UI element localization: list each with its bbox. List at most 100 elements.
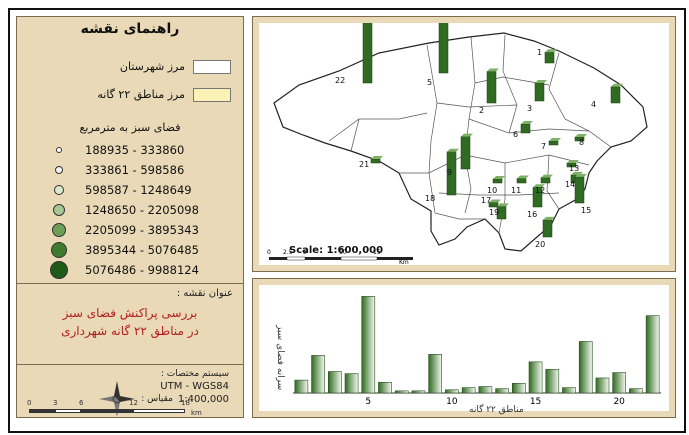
district-boundaries [328,34,612,234]
chart-bar-14 [511,383,526,394]
class-symbol [54,185,64,195]
chart-bar-4 [344,373,359,394]
map-bar-top-19 [497,203,509,207]
district-label-5: 5 [427,78,432,87]
chart-bar-17 [562,387,576,394]
map-bar-top-13 [567,160,579,163]
map-bar-district-21 [370,158,381,164]
chart-bar-8 [411,390,426,394]
chart-bar-10 [445,389,459,394]
chart-bar-9 [428,354,443,394]
map-bar-top-17 [489,199,501,203]
class-symbol [51,242,67,258]
chart-xtick-20: 20 [613,397,625,407]
map-bar-district-3 [534,82,545,102]
map-bar-top-16 [533,184,545,188]
district-label-16: 16 [527,210,537,219]
class-range: 5076486 - 9988124 [85,263,199,277]
map-title-line1: بررسی پراکنش فضای سبز [62,306,198,320]
class-symbol [50,261,68,279]
map-bar-top-4 [611,83,623,87]
district-border-label: مرز مناطق ۲۲ گانه [97,88,185,101]
chart-xlabel: مناطق ۲۲ گانه [469,405,524,415]
projection-value: UTM - WGS84 [160,381,229,392]
chart-bar-20 [612,372,627,394]
district-label-22: 22 [335,76,345,85]
district-label-3: 3 [527,104,532,113]
district-label-9: 9 [447,168,452,177]
map-bar-top-6 [521,121,533,124]
city-outline [273,32,648,252]
map-bar-district-1 [544,51,555,64]
map-bar-top-2 [487,68,499,72]
map-title-box: عنوان نقشه : بررسی پراکنش فضای سبز در من… [17,283,243,365]
map-bar-top-3 [535,80,547,83]
class-symbol [52,223,66,237]
district-border-swatch [193,88,231,102]
county-border-label: مرز شهرستان [119,60,185,73]
class-symbol [55,166,63,174]
district-label-20: 20 [535,240,545,249]
map-bar-top-8 [575,134,587,137]
chart-bar-16 [545,369,560,394]
map-scale-text: Scale: 1:600,000 [289,245,384,256]
district-label-10: 10 [487,186,497,195]
north-arrow-icon [99,381,135,417]
map-title-label: عنوان نقشه : [176,288,233,299]
district-label-12: 12 [535,186,545,195]
chart-bar-6 [378,381,392,394]
map-bars [362,0,623,238]
district-label-17: 17 [481,196,491,205]
map-bar-top-1 [545,49,557,53]
map-title-line2: در مناطق ۲۲ گانه شهرداری [61,324,199,338]
map-bar-district-2 [486,71,497,104]
map-bar-district-9 [460,136,471,170]
chart-bar-12 [478,386,493,394]
map-bar-district-6 [520,123,531,134]
map-bar-top-9 [461,133,473,137]
county-border-swatch [193,60,231,74]
map-bar-top-11 [517,175,529,179]
map-bar-district-12 [540,177,551,184]
map-scalebar [269,256,413,261]
map-bar-top-20 [543,216,555,220]
chart-bar-2 [311,355,325,394]
map-bar-top-15 [575,173,587,177]
map-bar-top-18 [447,148,459,152]
district-label-1: 1 [537,48,542,57]
map-bar-top-21 [371,156,383,159]
class-symbol [53,204,65,216]
chart-bar-5 [361,296,376,394]
class-range: 1248650 - 2205098 [85,203,199,217]
map-bar-district-22 [362,17,373,84]
chart-bar-15 [528,361,543,394]
district-label-19: 19 [489,208,499,217]
green-space-title: فضای سبز به مترمربع [79,121,181,134]
district-label-14: 14 [565,180,575,189]
district-label-13: 13 [569,164,579,173]
legend-scalebar: 0 3 6 12 18 km [27,399,202,417]
chart-xtick-5: 5 [365,397,371,407]
class-symbol [56,147,62,153]
map-bar-top-7 [549,138,561,141]
map-bar-district-4 [610,86,621,104]
district-label-21: 21 [359,160,369,169]
scale-value: 1:400,000 [177,394,229,405]
district-label-4: 4 [591,100,596,109]
chart-bar-11 [461,387,476,394]
class-range: 598587 - 1248649 [85,183,192,197]
chart-xtick-10: 10 [446,397,458,407]
chart-bar-13 [495,388,509,394]
district-label-11: 11 [511,186,521,195]
legend-district-border: مرز مناطق ۲۲ گانه [33,87,233,105]
class-range: 3895344 - 5076485 [85,243,199,257]
district-label-2: 2 [479,106,484,115]
chart-bar-22 [645,315,660,394]
scale-label: مقیاس : [141,394,173,404]
